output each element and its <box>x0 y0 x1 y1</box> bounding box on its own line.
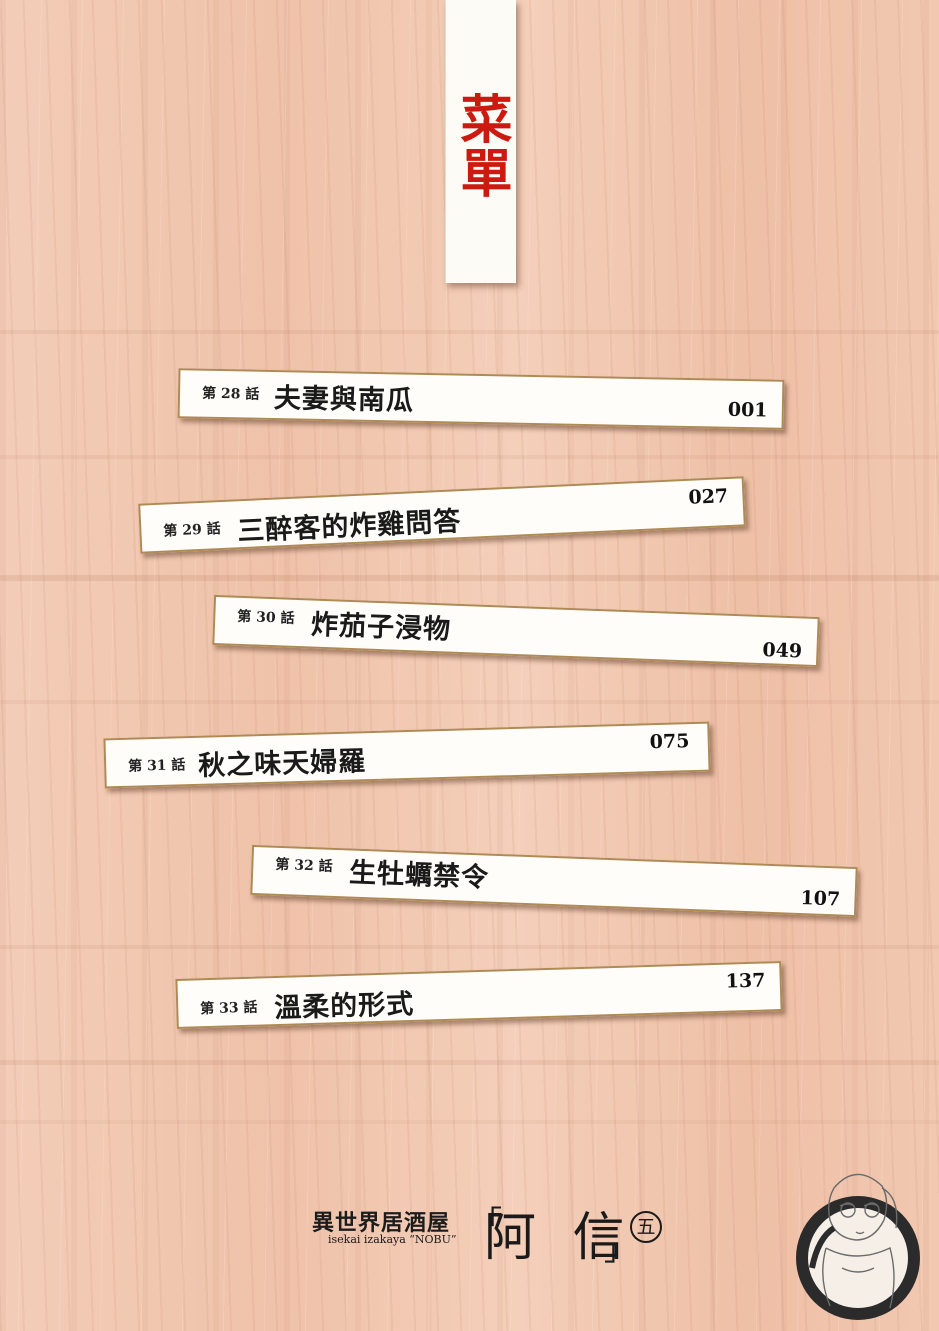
episode-number: 第 29 話 <box>163 521 222 540</box>
wood-grain <box>0 1120 939 1124</box>
wood-grain <box>0 455 939 459</box>
volume-badge: 五 <box>630 1211 662 1243</box>
page-number: 107 <box>800 887 841 911</box>
character-sketch-icon <box>822 1173 898 1309</box>
wood-grain <box>0 700 939 704</box>
toc-entry-32[interactable]: 第 32 話 生牡蠣禁令 107 <box>250 844 858 918</box>
wood-grain <box>0 575 939 581</box>
episode-number: 第 31 話 <box>127 757 186 775</box>
series-title-romaji: isekai izakaya “NOBU” <box>328 1233 457 1246</box>
page-number: 001 <box>727 398 768 422</box>
episode-number: 第 30 話 <box>237 608 295 627</box>
toc-entry-33[interactable]: 第 33 話 溫柔的形式 137 <box>175 961 783 1029</box>
wood-grain <box>0 330 939 334</box>
series-logo: 異世界居酒屋 isekai izakaya “NOBU” 「 阿 信 」 五 <box>312 1195 672 1268</box>
page-number: 137 <box>725 969 766 993</box>
toc-entry-29[interactable]: 第 29 話 三醉客的炸雞問答 027 <box>138 476 746 554</box>
episode-number: 第 32 話 <box>275 856 333 875</box>
wood-grain <box>0 1060 939 1065</box>
illustration-stamp <box>796 1173 920 1320</box>
episode-number: 第 33 話 <box>200 999 258 1018</box>
toc-entry-30[interactable]: 第 30 話 炸茄子浸物 049 <box>212 594 820 668</box>
series-title-name: 阿 信 <box>484 1208 635 1268</box>
episode-title: 秋之味天婦羅 <box>197 746 367 782</box>
bracket-close-icon: 」 <box>604 1233 634 1268</box>
bracket-open-icon: 「 <box>472 1205 502 1240</box>
episode-title: 炸茄子浸物 <box>310 609 452 646</box>
episode-title: 生牡蠣禁令 <box>348 857 490 894</box>
series-title-japanese: 異世界居酒屋 <box>312 1210 451 1236</box>
stamp-inner <box>808 1208 908 1308</box>
episode-title: 溫柔的形式 <box>273 988 415 1025</box>
episode-title: 夫妻與南瓜 <box>273 383 415 417</box>
toc-entry-28[interactable]: 第 28 話 夫妻與南瓜 001 <box>177 368 785 430</box>
episode-title: 三醉客的炸雞問答 <box>236 506 463 548</box>
page-title: 菜單 <box>451 92 512 200</box>
episode-number: 第 28 話 <box>201 385 260 403</box>
page-number: 027 <box>687 485 729 509</box>
page-number: 075 <box>649 730 690 754</box>
page-number: 049 <box>762 639 803 663</box>
wood-grain <box>0 945 939 949</box>
toc-entry-31[interactable]: 第 31 話 秋之味天婦羅 075 <box>103 721 711 789</box>
title-tag: 菜單 <box>445 0 516 283</box>
brush-stroke-icon <box>809 1225 836 1269</box>
